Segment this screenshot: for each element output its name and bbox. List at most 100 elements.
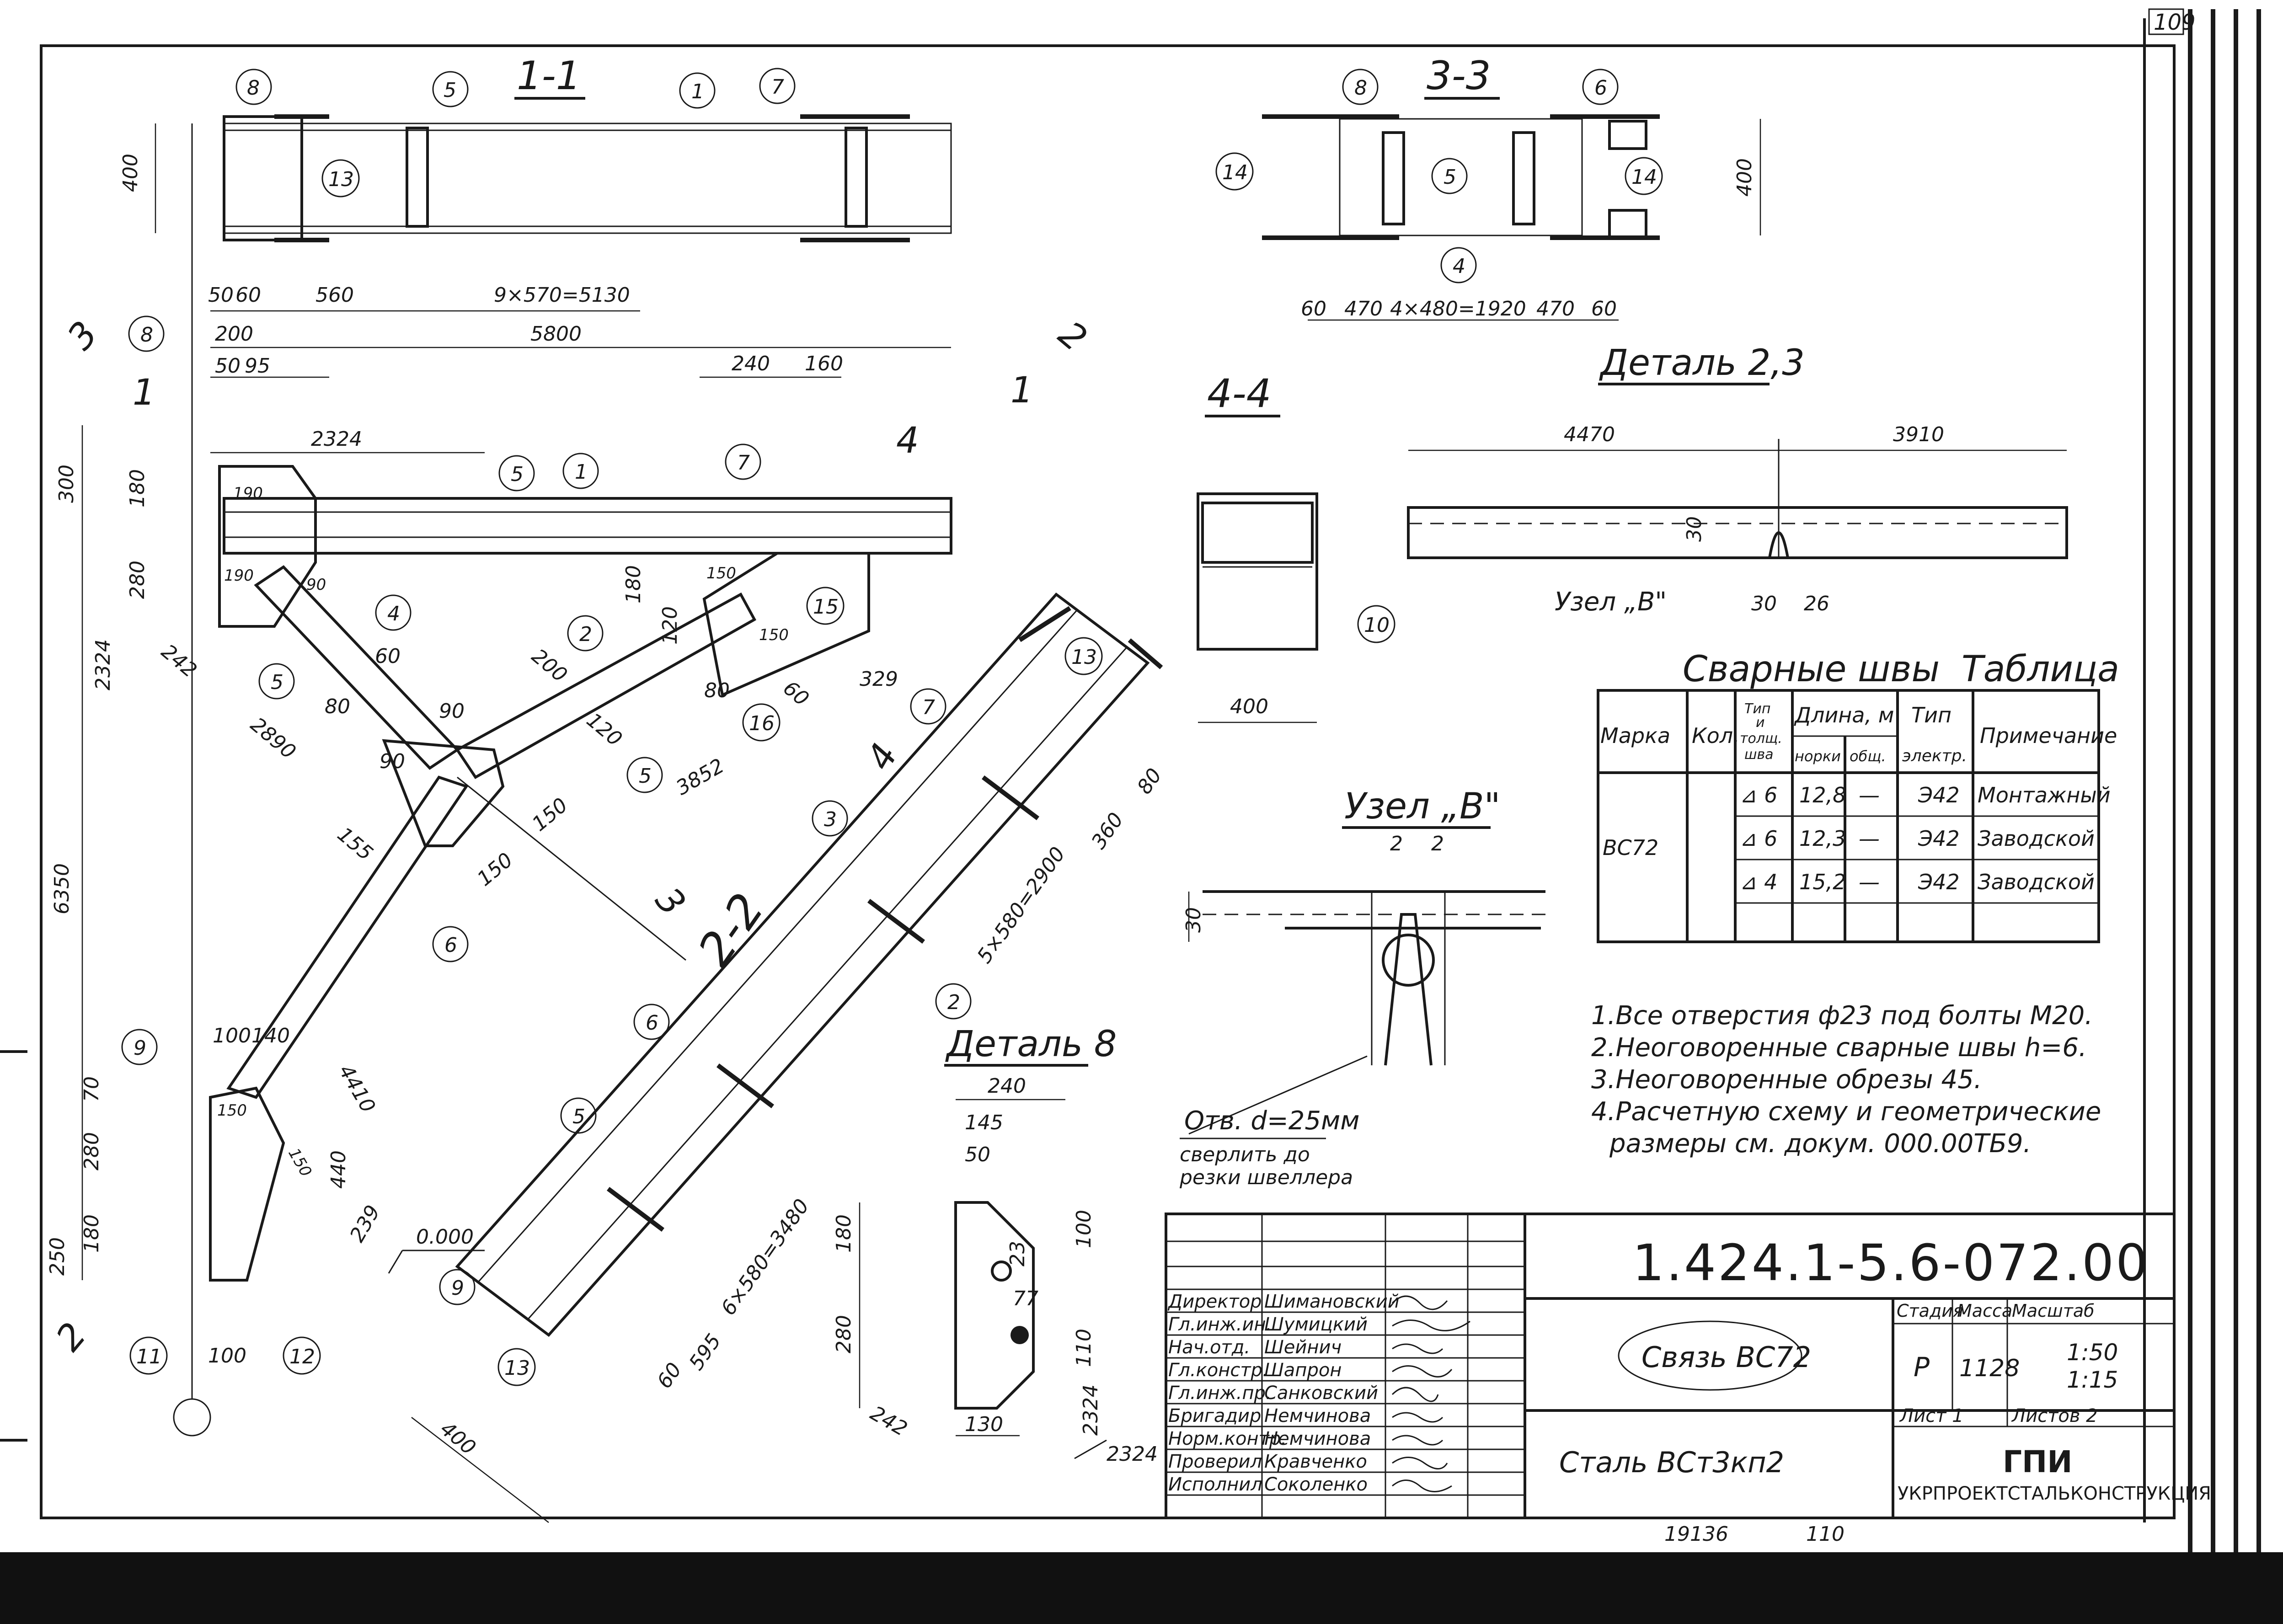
section-3-3: 3-3 400 60 470 4×480=1920 470 60 8 6 14 … <box>1215 53 1761 321</box>
staff-role-1: Гл.инж.ин. <box>1168 1314 1272 1335</box>
mv-160: 160 <box>805 352 843 375</box>
mv-2324: 2324 <box>311 427 362 451</box>
th-qty: Кол. <box>1692 723 1740 748</box>
notes: 1.Все отверстия ф23 под болты М20. 2.Нео… <box>1591 1001 2101 1159</box>
mv-mark-7: 7 <box>737 451 750 475</box>
staff-role-0: Директор <box>1167 1291 1262 1312</box>
s22-mark-5: 5 <box>572 1105 585 1128</box>
hole-note-1: сверлить до <box>1180 1143 1310 1166</box>
th-type-2: и <box>1756 715 1765 731</box>
staff-name-6: Немчинова <box>1264 1428 1371 1449</box>
page-number: 109 <box>2154 10 2196 35</box>
dim-2-3-30a: 30 <box>1683 516 1706 542</box>
td-r1-len: 12,8 <box>1799 783 1846 807</box>
weld-table-label: Таблица <box>1962 649 2119 690</box>
mv-180a: 180 <box>126 469 149 508</box>
td-r1-total: — <box>1859 783 1880 807</box>
s22-80: 80 <box>1133 764 1166 798</box>
mark-10: 10 <box>1364 614 1390 637</box>
dim-3-3-60a: 60 <box>1301 297 1326 321</box>
th-scale: Масштаб <box>2012 1301 2095 1321</box>
td-r2-note: Заводской <box>1978 826 2095 851</box>
detail-2-3-title: Деталь 2,3 <box>1599 342 1805 384</box>
mv-120b: 120 <box>658 606 682 645</box>
s22-2900: 5×580=2900 <box>973 843 1070 967</box>
mark-13-a: 13 <box>328 168 354 191</box>
cut-3-a: 3 <box>60 314 106 358</box>
sheet-no: Лист 1 <box>1899 1405 1964 1426</box>
mv-329: 329 <box>860 668 898 691</box>
mv-2890: 2890 <box>246 713 300 764</box>
dim-3-3-60b: 60 <box>1591 297 1617 321</box>
th-mass: Масса <box>1957 1301 2012 1321</box>
mv-150f: 150 <box>284 1145 315 1180</box>
mv-242: 242 <box>157 640 201 682</box>
th-len-part: норки <box>1795 748 1841 765</box>
td-r1-note: Монтажный <box>1978 783 2111 807</box>
mv-140: 140 <box>251 1024 290 1047</box>
mv-50: 50 <box>215 354 241 378</box>
cut-1-a: 1 <box>133 372 155 413</box>
section-1-1-title: 1-1 <box>517 53 581 99</box>
mv-280a: 280 <box>126 561 149 599</box>
mv-300: 300 <box>55 465 78 503</box>
node-b-label: Узел „В" <box>1555 587 1667 617</box>
note-1: 1.Все отверстия ф23 под болты М20. <box>1591 1001 2093 1031</box>
dim-1-1-50: 50 <box>208 283 234 307</box>
th-stage: Стадия <box>1897 1301 1963 1321</box>
mv-90b: 90 <box>380 750 405 773</box>
td-r1-el: Э42 <box>1918 783 1960 807</box>
title-block: Директор Шимановский Гл.инж.ин. Шумицкий… <box>1165 1213 2211 1519</box>
note-3: 3.Неоговоренные обрезы 45. <box>1591 1065 1982 1095</box>
org-full: УКРПРОЕКТСТАЛЬКОНСТРУКЦИЯ <box>1898 1483 2211 1504</box>
mv-3852: 3852 <box>672 754 728 800</box>
th-type-4: шва <box>1744 747 1774 763</box>
mv-2324-v: 2324 <box>91 639 115 690</box>
s22-595: 595 <box>684 1330 726 1374</box>
th-type-3: толщ. <box>1740 731 1782 747</box>
td-r2-type: ⊿ 6 <box>1740 826 1777 851</box>
staff-role-3: Гл.констр. <box>1168 1360 1268 1381</box>
mv-190a: 190 <box>233 484 263 502</box>
mass-value: 1128 <box>1959 1355 2020 1382</box>
cut-3-b: 3 <box>647 880 693 924</box>
det8-77: 77 <box>1013 1287 1038 1310</box>
mv-440: 440 <box>327 1150 350 1189</box>
td-r2-len: 12,3 <box>1799 826 1846 851</box>
staff-role-6: Норм.контр. <box>1168 1428 1287 1449</box>
stage-value: Р <box>1914 1352 1930 1383</box>
th-electrode-2: электр. <box>1902 747 1967 765</box>
note-5: размеры см. докум. 000.00ТБ9. <box>1609 1129 2031 1159</box>
mark-6-b: 6 <box>1594 76 1607 100</box>
mark-1-a: 1 <box>691 80 704 103</box>
td-r1-type: ⊿ 6 <box>1740 783 1777 807</box>
node-b-title: Узел „В" <box>1344 786 1500 827</box>
note-2: 2.Неоговоренные сварные швы h=6. <box>1591 1033 2087 1063</box>
dim-2-3-3910: 3910 <box>1893 423 1944 446</box>
node-b-dim-2b: 2 <box>1431 832 1444 855</box>
s22-60: 60 <box>652 1358 686 1393</box>
mv-mark-2: 2 <box>579 623 592 646</box>
bottom-mark-1: 19136 <box>1664 1522 1728 1546</box>
th-mark: Марка <box>1600 723 1670 748</box>
mv-280b: 280 <box>80 1132 103 1170</box>
mv-80: 80 <box>325 695 350 718</box>
det8-240: 240 <box>988 1074 1026 1098</box>
dim-3-3-400: 400 <box>1733 158 1756 197</box>
mv-90a: 90 <box>306 576 326 594</box>
mv-100a: 100 <box>213 1024 251 1047</box>
hole-note-2: резки швеллера <box>1179 1166 1353 1189</box>
mv-70: 70 <box>80 1076 103 1102</box>
s22-mark-2: 2 <box>947 991 960 1014</box>
staff-role-4: Гл.инж.пр. <box>1168 1383 1272 1404</box>
mark-14-a: 14 <box>1222 161 1248 184</box>
scale-2: 1:15 <box>2067 1367 2118 1393</box>
td-r2-total: — <box>1859 826 1880 851</box>
assembly-name: Связь ВС72 <box>1641 1341 1811 1374</box>
dim-2-3-30b: 30 <box>1751 592 1777 615</box>
main-view: 0.000 3 1 2 1 4 4 3 2 50 95 2324 240 160… <box>46 123 1095 1437</box>
mv-180c: 180 <box>80 1214 103 1253</box>
detail-8: Деталь 8 240 145 50 180 280 23 77 100 11… <box>832 1024 1158 1466</box>
section-3-3-title: 3-3 <box>1427 53 1491 99</box>
